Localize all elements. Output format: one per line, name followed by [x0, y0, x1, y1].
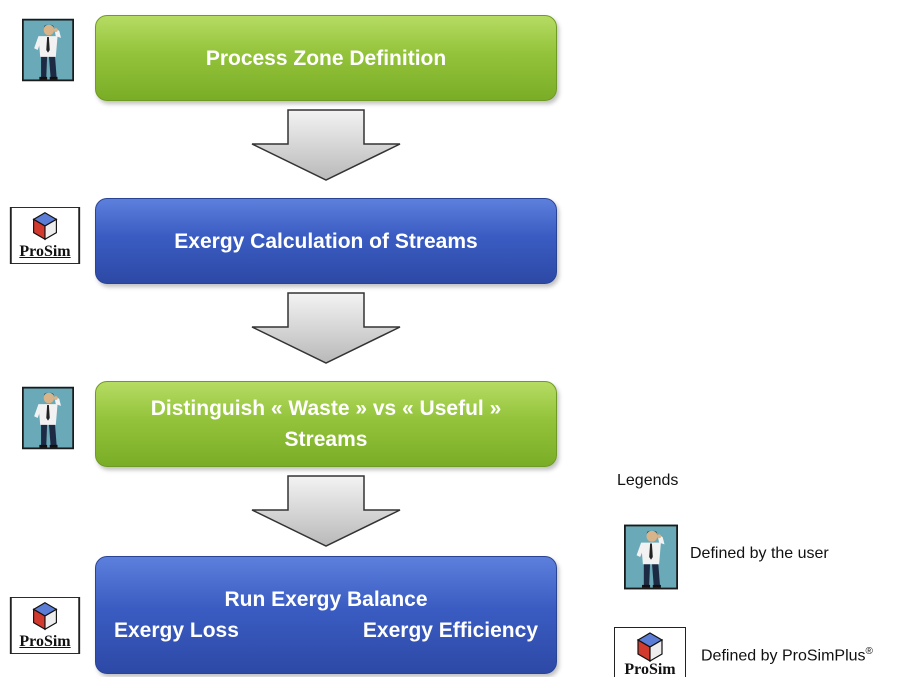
exergy-calculation-step: Exergy Calculation of Streams	[95, 198, 557, 284]
down-arrow-icon	[248, 291, 404, 365]
step-4-metrics: Exergy Loss Exergy Efficiency	[114, 615, 538, 646]
prosim-logo-icon: ProSim	[8, 597, 82, 654]
businessman-icon	[22, 15, 74, 85]
prosim-logo-text: ProSim	[19, 243, 71, 260]
legend-title: Legends	[617, 472, 679, 489]
down-arrow-icon	[248, 108, 404, 182]
businessman-icon	[22, 383, 74, 453]
step-1-label: Process Zone Definition	[205, 46, 447, 70]
run-exergy-balance-step: Run Exergy Balance Exergy Loss Exergy Ef…	[95, 556, 557, 674]
legend-prosim-label: Defined by ProSimPlus	[701, 647, 866, 665]
legend-user-text: Defined by the user	[690, 545, 829, 562]
prosim-logo-icon: ProSim	[614, 627, 686, 677]
prosim-logo-icon: ProSim	[8, 207, 82, 264]
exergy-efficiency-label: Exergy Efficiency	[362, 619, 538, 642]
exergy-loss-label: Exergy Loss	[114, 619, 239, 642]
process-zone-definition-step: Process Zone Definition	[95, 15, 557, 101]
legend-prosim-text: Defined by ProSimPlus®	[701, 646, 873, 665]
businessman-icon	[624, 520, 678, 594]
prosim-logo-text: ProSim	[624, 661, 676, 677]
prosim-logo-text: ProSim	[19, 633, 71, 650]
registered-mark: ®	[865, 646, 873, 657]
distinguish-streams-step: Distinguish « Waste » vs « Useful » Stre…	[95, 381, 557, 467]
down-arrow-icon	[248, 474, 404, 548]
step-3-line-2: Streams	[284, 428, 368, 451]
step-4-line-1: Run Exergy Balance	[224, 588, 428, 611]
step-3-line-1: Distinguish « Waste » vs « Useful »	[150, 397, 502, 420]
step-2-label: Exergy Calculation of Streams	[174, 229, 478, 253]
